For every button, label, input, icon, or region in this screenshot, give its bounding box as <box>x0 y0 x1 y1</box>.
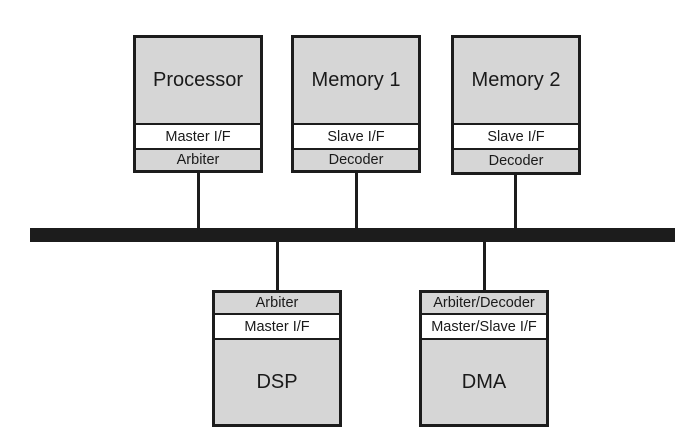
processor-block: Processor Master I/F Arbiter <box>133 35 263 173</box>
processor-master-interface: Master I/F <box>136 123 260 150</box>
memory1-block: Memory 1 Slave I/F Decoder <box>291 35 421 173</box>
memory1-slave-interface: Slave I/F <box>294 123 418 150</box>
dma-master-slave-interface: Master/Slave I/F <box>422 313 546 340</box>
dma-block: Arbiter/Decoder Master/Slave I/F DMA <box>419 290 549 427</box>
dsp-arbiter: Arbiter <box>215 293 339 313</box>
memory2-block: Memory 2 Slave I/F Decoder <box>451 35 581 175</box>
dsp-bus-connector <box>276 241 279 292</box>
memory2-title: Memory 2 <box>454 38 578 123</box>
memory1-decoder: Decoder <box>294 150 418 170</box>
system-bus <box>30 228 675 242</box>
dsp-block: Arbiter Master I/F DSP <box>212 290 342 427</box>
dsp-master-interface: Master I/F <box>215 313 339 340</box>
memory1-bus-connector <box>355 171 358 229</box>
processor-title: Processor <box>136 38 260 123</box>
memory2-bus-connector <box>514 173 517 229</box>
processor-arbiter: Arbiter <box>136 150 260 170</box>
dma-title: DMA <box>422 340 546 424</box>
processor-bus-connector <box>197 171 200 229</box>
dsp-title: DSP <box>215 340 339 424</box>
memory1-title: Memory 1 <box>294 38 418 123</box>
dma-arbiter-decoder: Arbiter/Decoder <box>422 293 546 313</box>
memory2-decoder: Decoder <box>454 150 578 172</box>
dma-bus-connector <box>483 241 486 292</box>
memory2-slave-interface: Slave I/F <box>454 123 578 150</box>
